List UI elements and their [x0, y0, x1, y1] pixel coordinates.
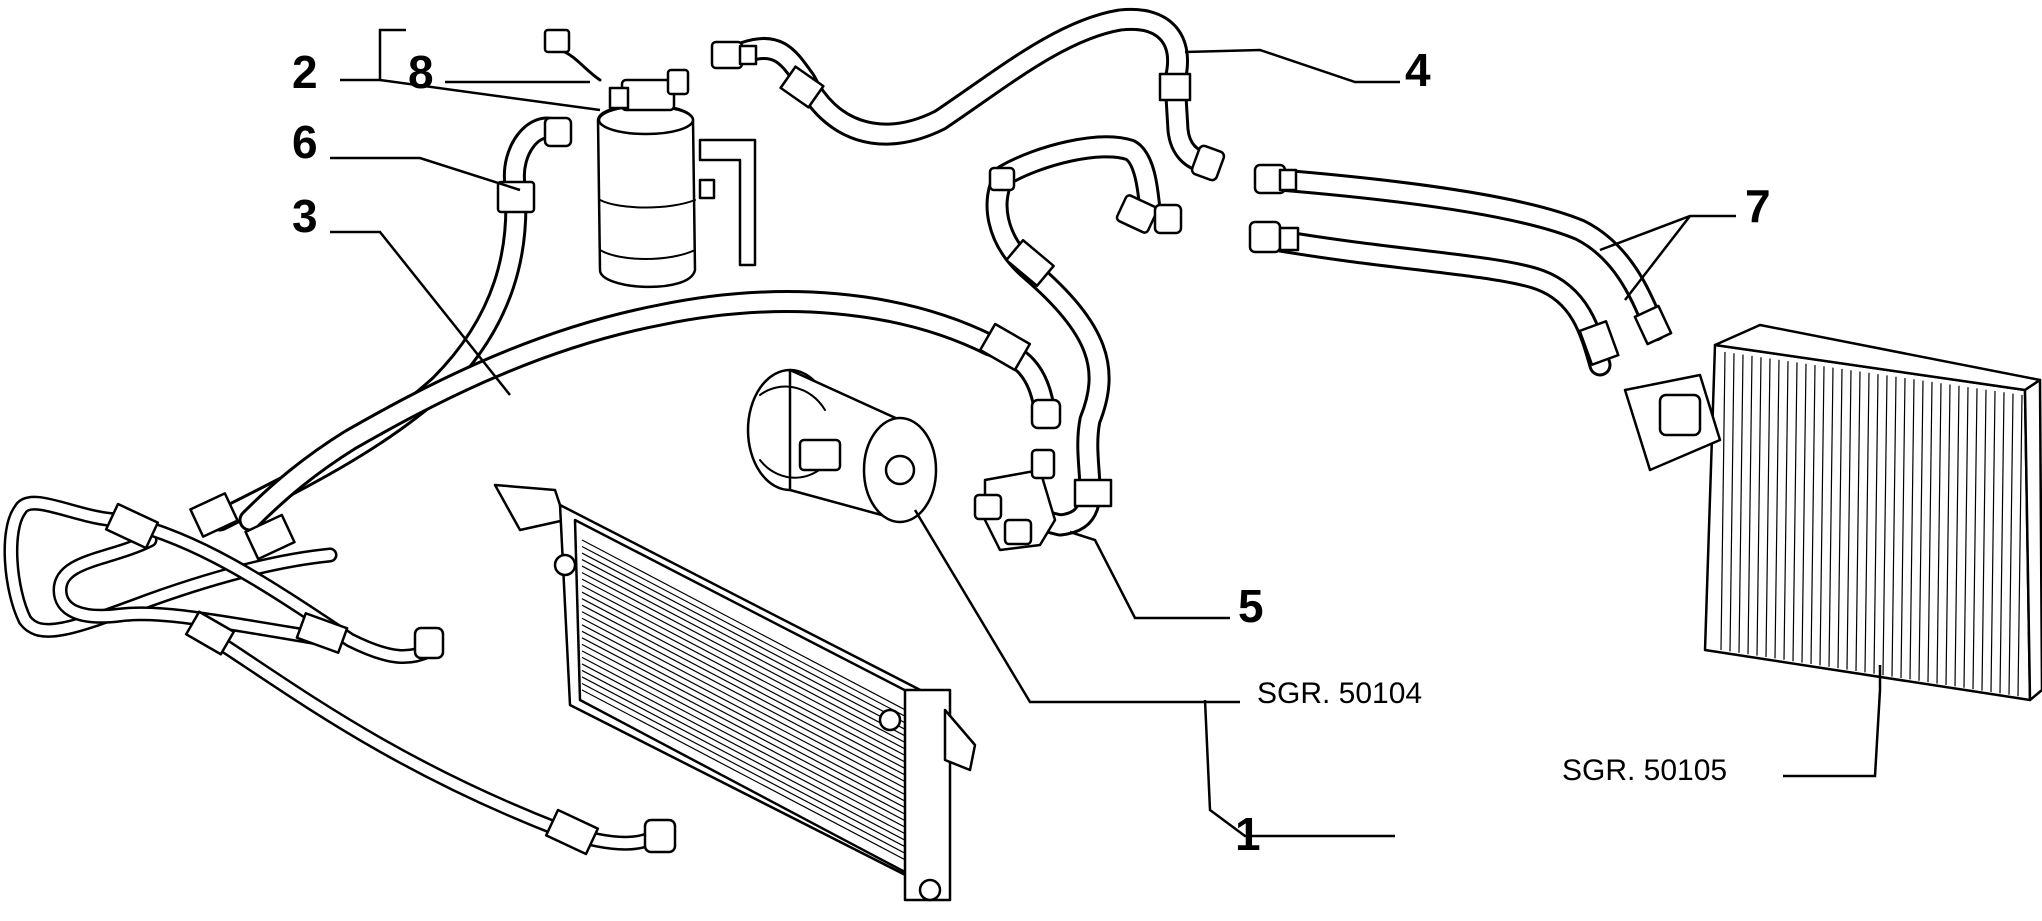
evaporator	[1623, 323, 2042, 702]
callout-5: 5	[1238, 580, 1264, 632]
callout-6: 6	[292, 116, 318, 168]
hoses-7	[1248, 163, 1673, 377]
condenser	[493, 483, 977, 902]
receiver-dryer	[543, 28, 757, 289]
callout-labels: 1 2 3 4 5 6 7 8 SGR. 50104 SGR. 50105	[292, 44, 1771, 860]
callout-7: 7	[1745, 180, 1771, 232]
callout-4: 4	[1405, 44, 1431, 96]
leader-lines	[330, 28, 1882, 838]
reference-sgr-50105: SGR. 50105	[1562, 754, 1727, 787]
hose-6	[189, 116, 573, 538]
hose-5	[973, 135, 1183, 552]
callout-1: 1	[1235, 808, 1261, 860]
callout-3: 3	[292, 190, 318, 242]
compressor	[746, 368, 938, 524]
callout-2: 2	[292, 46, 318, 98]
reference-sgr-50104: SGR. 50104	[1257, 677, 1422, 710]
callout-8: 8	[408, 46, 434, 98]
hose-4	[710, 7, 1226, 182]
rigid-pipes	[3, 495, 677, 856]
hose-3	[238, 290, 1062, 561]
